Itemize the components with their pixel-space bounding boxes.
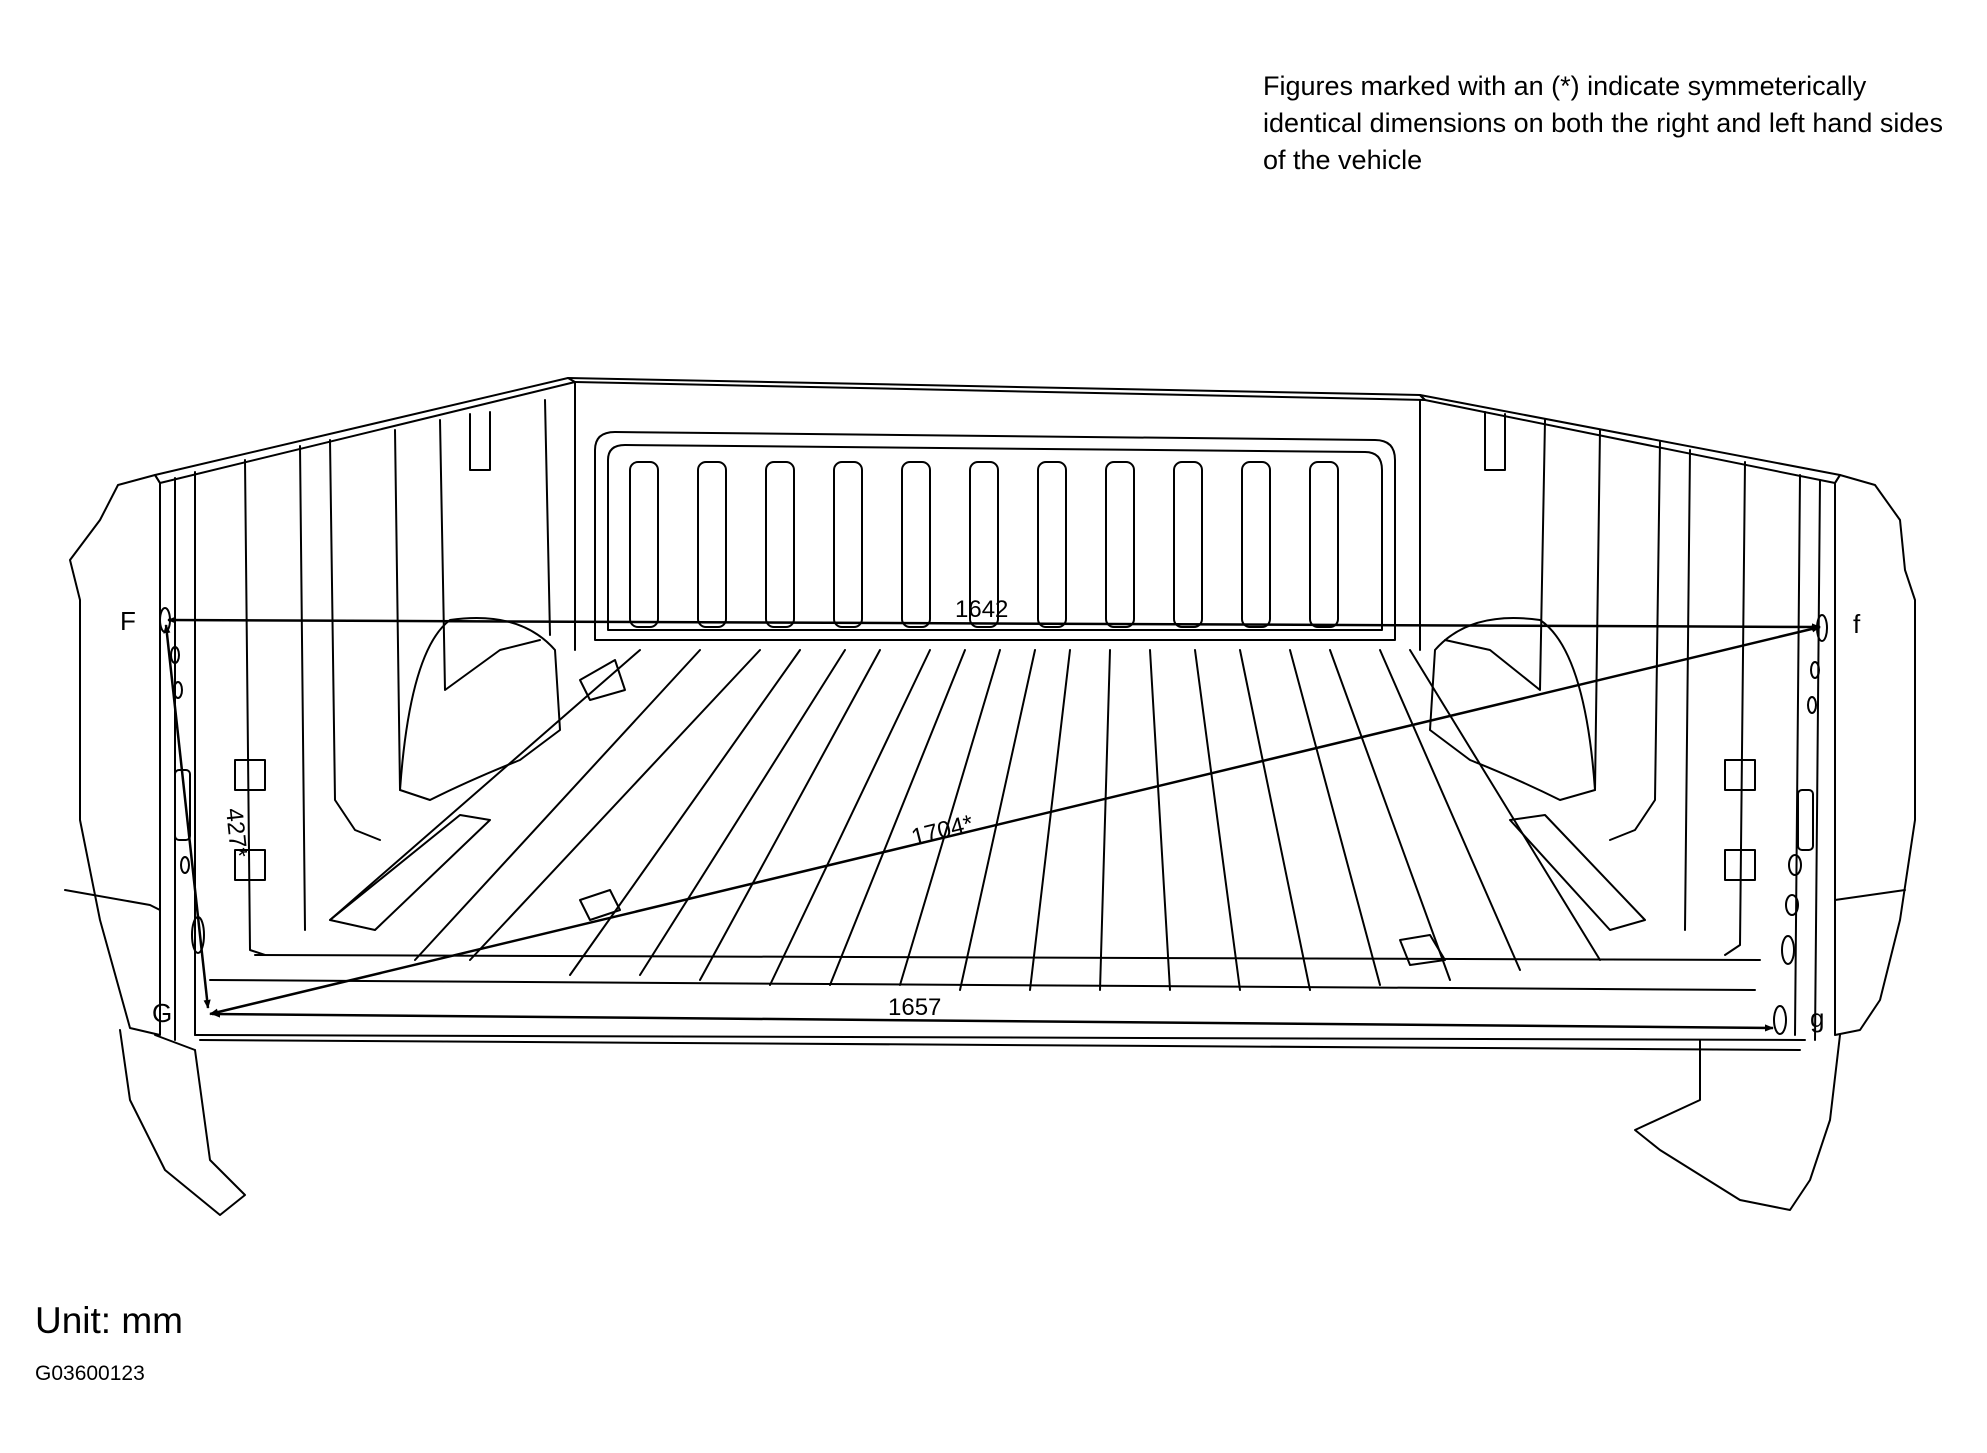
dimension-line-g-f (209, 625, 1821, 1016)
point-label-g: g (1810, 1003, 1824, 1033)
figure-id: G03600123 (35, 1362, 145, 1385)
point-label-G: G (152, 998, 172, 1028)
dimension-value-f-f: 1642 (955, 596, 1008, 623)
dimension-line-f-g (163, 624, 211, 1009)
dimension-value-g-g: 1657 (888, 994, 941, 1021)
dimension-value-f-g: 427* (220, 807, 252, 859)
truck-bed-drawing (64, 377, 1916, 1216)
unit-label: Unit: mm (35, 1300, 183, 1341)
dimension-line-g-g (211, 1010, 1774, 1032)
point-label-f: f (1853, 609, 1861, 639)
symmetry-note: Figures marked with an (*) indicate symm… (1263, 71, 1943, 175)
dimension-lines (163, 616, 1821, 1032)
point-label-F: F (120, 606, 136, 636)
